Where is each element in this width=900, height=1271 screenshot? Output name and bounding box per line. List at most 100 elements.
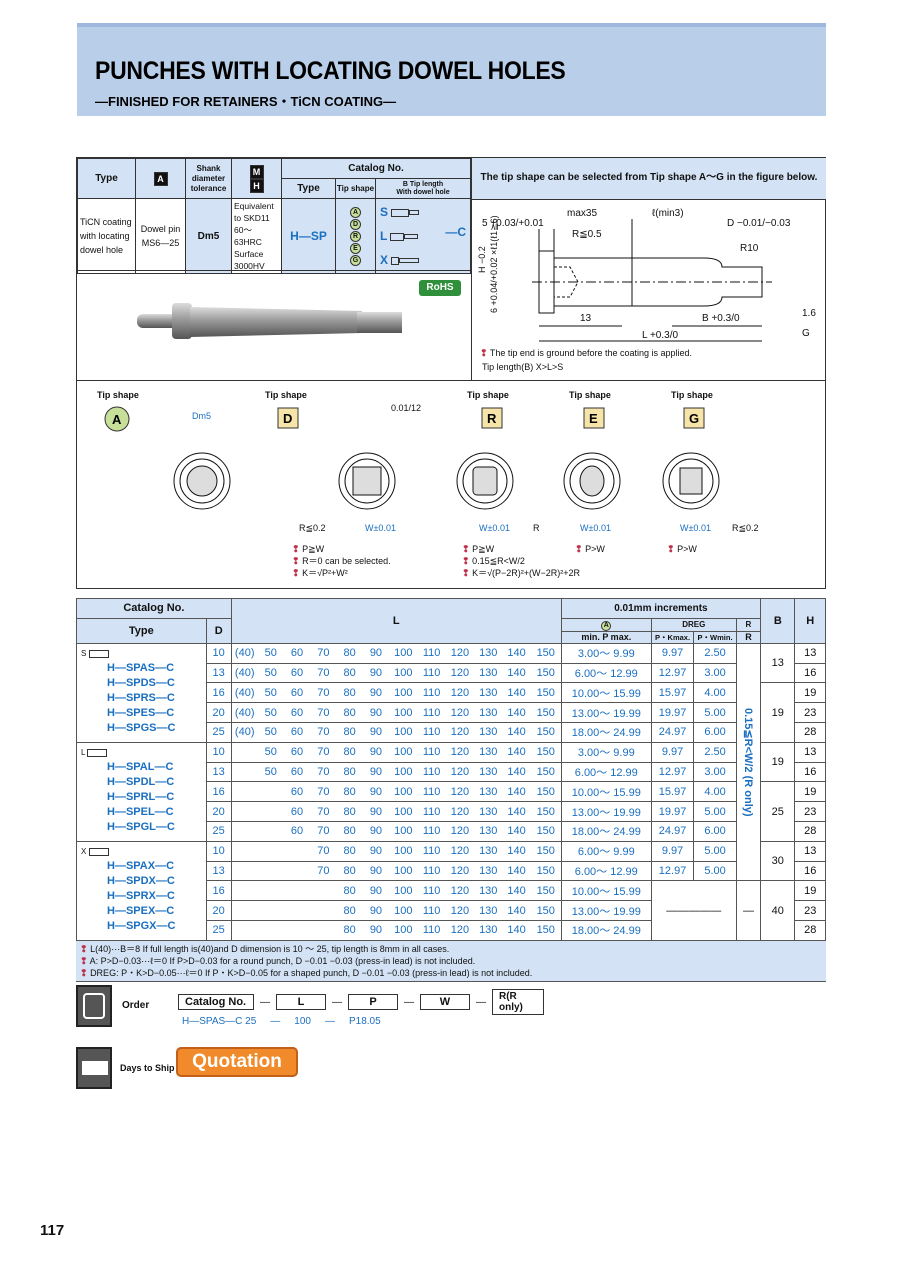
d-cell: 25: [205, 820, 232, 842]
type-code: H―SPDL―C: [107, 775, 175, 788]
order-fields: Catalog No.― L― P― W― R(R only): [178, 989, 544, 1015]
p-cell: 6.00～ 12.99: [560, 761, 652, 783]
svg-text:6 +0.04/+0.02 ×ℓ1(ℓ1≧6): 6 +0.04/+0.02 ×ℓ1(ℓ1≧6): [489, 215, 499, 313]
l-cell: 80: [336, 702, 363, 723]
l-cell: 140: [502, 840, 531, 862]
type-code: H―SPGS―C: [107, 721, 176, 734]
p-cell: 6.00～ 12.99: [560, 860, 652, 882]
h-cell: 19: [794, 880, 826, 902]
k-cell: 9.97: [650, 840, 695, 862]
k-cell: 19.97: [650, 702, 695, 723]
svg-text:max35: max35: [567, 208, 597, 219]
h-icon: H: [249, 178, 264, 193]
material-desc: Equivalent to SKD11 60～63HRC Surface 300…: [231, 198, 282, 274]
svg-text:❢ The tip end is ground before: ❢ The tip end is ground before the coati…: [480, 348, 692, 358]
l-cell: 50: [257, 682, 284, 704]
l-cell: 70: [310, 840, 337, 862]
order-field-l: L: [276, 994, 326, 1010]
l-cell: 120: [445, 761, 475, 783]
e-note-text: P>W: [585, 544, 605, 554]
g-note-text: P>W: [677, 544, 697, 554]
l-cell: [231, 820, 258, 842]
l-cell: 130: [474, 900, 503, 921]
with-dowel-header: With dowel hole: [396, 188, 450, 196]
k-cell: 9.97: [650, 741, 695, 763]
ship-label: Days to Ship: [120, 1063, 175, 1073]
l-cell: 130: [474, 682, 503, 704]
type-code: H―SPDS―C: [107, 676, 175, 689]
l-cell: 140: [502, 860, 531, 882]
l-cell: 70: [310, 801, 337, 822]
h-cell: 28: [794, 721, 826, 743]
l-cell: 110: [417, 741, 446, 763]
w-cell: 6.00: [693, 721, 737, 743]
svg-text:R: R: [487, 411, 497, 426]
l-cell: [257, 860, 284, 882]
l-cell: 130: [474, 820, 503, 842]
svg-text:Tip shape: Tip shape: [97, 390, 139, 400]
l-cell: 110: [417, 702, 446, 723]
type-desc: TiCN coating with locating dowel hole: [77, 198, 136, 274]
d-cell: 13: [205, 662, 232, 684]
a-desc: Dowel pin MS6―25: [135, 198, 186, 274]
l-cell: 60: [283, 781, 311, 803]
l-cell: 130: [474, 721, 503, 743]
l-cell: [283, 900, 311, 921]
l-cell: 100: [389, 900, 418, 921]
l-cell: [257, 781, 284, 803]
l-cell: [231, 741, 258, 763]
catalog-header: Catalog No.: [281, 158, 471, 179]
quotation-badge: Quotation: [176, 1047, 298, 1077]
page-number: 117: [40, 1222, 65, 1239]
svg-text:W±0.01: W±0.01: [580, 523, 611, 533]
svg-text:R≦0.5: R≦0.5: [572, 229, 602, 240]
svg-text:G: G: [802, 328, 810, 339]
type-code: H―SPGL―C: [107, 820, 175, 833]
p-cell: 13.00～ 19.99: [560, 801, 652, 822]
length-tag: X: [81, 846, 87, 856]
l-cell: 60: [283, 682, 311, 704]
l-cell: 100: [389, 820, 418, 842]
l-cell: [257, 919, 284, 941]
k-cell: 12.97: [650, 662, 695, 684]
th-minp: min. P max.: [560, 630, 652, 644]
l-cell: 100: [389, 702, 418, 723]
phone-icon: [76, 985, 112, 1027]
l-cell: 60: [283, 741, 311, 763]
l-cell: 70: [310, 781, 337, 803]
order-field-p: P: [348, 994, 398, 1010]
l-cell: 60: [283, 801, 311, 822]
svg-text:W±0.01: W±0.01: [365, 523, 396, 533]
w-cell: 5.00: [693, 860, 737, 882]
l-cell: 130: [474, 840, 503, 862]
table-note-3: DREG: P・K>D−0.05⋯ℓ＝0 If P・K>D−0.05 for a…: [90, 967, 533, 978]
th-a-icon: A: [601, 620, 612, 631]
l-cell: 80: [336, 642, 363, 664]
shape-g-icon: G: [350, 255, 361, 266]
l-cell: 130: [474, 919, 503, 941]
tip-shape-drawings: Tip shape Tip shape Tip shape Tip shape …: [97, 390, 759, 533]
p-cell: 10.00～ 15.99: [560, 682, 652, 704]
example-l: 100: [294, 1016, 311, 1027]
h-cell: 23: [794, 702, 826, 723]
l-cell: [310, 919, 337, 941]
svg-text:G: G: [689, 411, 699, 426]
d-cell: 20: [205, 702, 232, 723]
l-cell: 110: [417, 662, 446, 684]
l-cell: 90: [362, 840, 390, 862]
w-cell: 4.00: [693, 781, 737, 803]
w-cell: 3.00: [693, 662, 737, 684]
svg-text:L +0.3/0: L +0.3/0: [642, 330, 678, 341]
d-cell: 25: [205, 919, 232, 941]
th-r2: R: [735, 630, 762, 644]
l-cell: 90: [362, 721, 390, 743]
p-cell: 3.00～ 9.99: [560, 642, 652, 664]
h-cell: 23: [794, 801, 826, 822]
l-cell: 110: [417, 721, 446, 743]
l-cell: 140: [502, 761, 531, 783]
